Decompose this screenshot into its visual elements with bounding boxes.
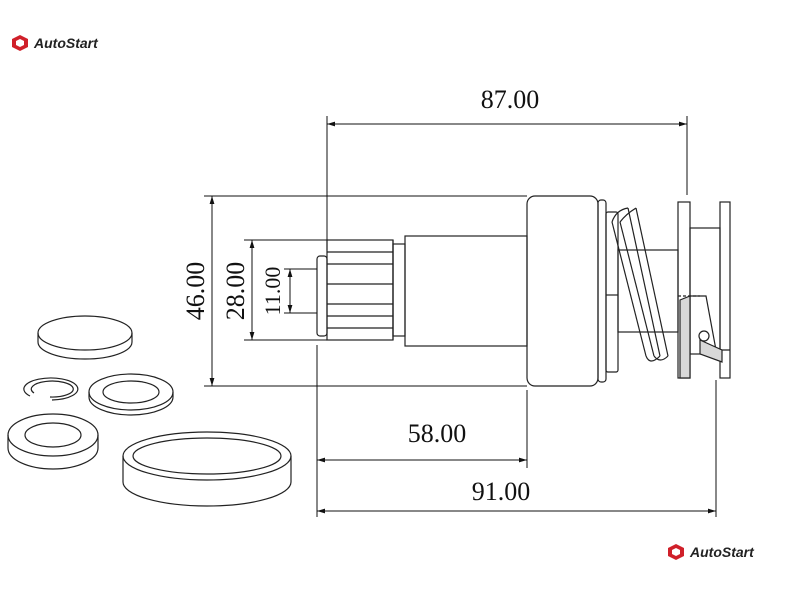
dim-label-pinion-to-flange: 58.00 xyxy=(408,419,467,448)
bushing-collar-part xyxy=(7,413,99,470)
brand-logo-top: AutoStart xyxy=(10,34,98,52)
brand-name-top: AutoStart xyxy=(34,35,98,51)
snap-ring-part xyxy=(23,377,79,401)
brand-logo-icon xyxy=(12,35,28,51)
clutch-housing xyxy=(526,195,619,387)
thrust-washer-part xyxy=(88,373,174,416)
pinion-gear xyxy=(316,239,406,341)
dim-label-total-length: 91.00 xyxy=(472,477,531,506)
dim-label-bore-diameter: 11.00 xyxy=(260,267,285,316)
end-flange xyxy=(677,201,731,379)
drive-shaft xyxy=(404,235,528,347)
accessory-parts xyxy=(7,315,292,507)
cap-disc-part xyxy=(37,315,133,360)
starter-drive xyxy=(316,195,731,387)
large-ring-part xyxy=(122,431,292,507)
dimension-lines xyxy=(204,116,717,517)
drive-spring xyxy=(611,207,669,362)
dim-label-outer-diameter: 46.00 xyxy=(181,262,210,321)
brand-logo-bottom: AutoStart xyxy=(666,543,754,561)
dim-label-overall-length: 87.00 xyxy=(481,85,540,114)
brand-logo-icon xyxy=(668,544,684,560)
dimension-labels: 87.00 58.00 91.00 46.00 28.00 11.00 xyxy=(181,85,539,506)
brand-name-bottom: AutoStart xyxy=(690,544,754,560)
dim-label-pinion-diameter: 28.00 xyxy=(221,262,250,321)
